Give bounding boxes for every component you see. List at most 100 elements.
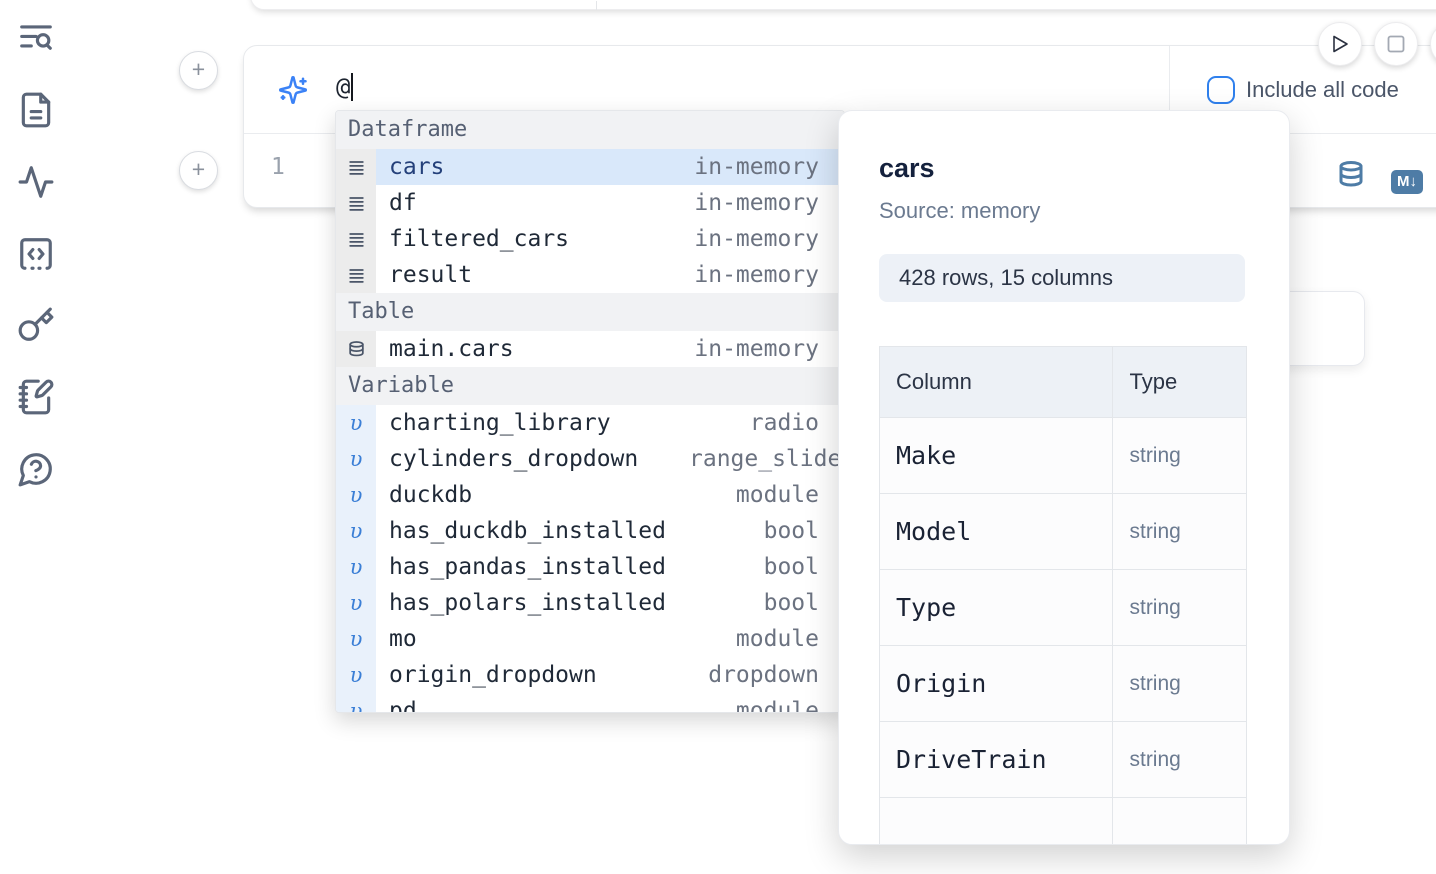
variable-icon: υ [336,621,376,657]
autocomplete-item-has_duckdb_installed[interactable]: υ has_duckdb_installed bool [336,513,844,549]
line-number: 1 [271,154,285,180]
autocomplete-item-origin_dropdown[interactable]: υ origin_dropdown dropdown [336,657,844,693]
panel-title: cars [879,153,935,183]
item-type: in-memory [694,154,819,180]
item-type: bool [763,554,819,580]
include-all-code-checkbox[interactable] [1207,76,1235,104]
item-name: duckdb [389,482,473,508]
key-icon[interactable] [17,306,55,344]
item-name: has_duckdb_installed [389,518,666,544]
autocomplete-item-cylinders_dropdown[interactable]: υ cylinders_dropdown range_slider [336,441,844,477]
code-cell-icon[interactable] [17,235,55,273]
item-type: bool [763,590,819,616]
scratchpad-icon[interactable] [17,378,55,416]
item-type: range_slider [689,446,844,472]
item-type: in-memory [694,226,819,252]
include-all-code-label: Include all code [1246,77,1399,102]
schema-column-name: Model [878,493,1114,570]
dataframe-rows-icon [348,160,364,175]
text-cursor [351,73,354,101]
variable-icon: υ [336,513,376,549]
autocomplete-item-filtered_cars[interactable]: filtered_cars in-memory [336,221,844,257]
code-editor[interactable]: 1 M↓ [244,134,1436,208]
schema-column-name: DriveTrain [878,721,1114,798]
item-name: mo [389,626,417,652]
autocomplete-item-main.cars[interactable]: main.cars in-memory [336,331,844,367]
item-name: origin_dropdown [389,662,597,688]
schema-column-type: string [1112,493,1247,570]
stop-icon [1387,35,1405,53]
schema-header-type: Type [1112,346,1247,418]
dataframe-rows-icon [348,268,364,283]
autocomplete-item-cars[interactable]: cars in-memory [336,149,844,185]
item-type: in-memory [694,336,819,362]
item-type: in-memory [694,262,819,288]
item-type: radio [749,410,819,436]
schema-column-type: string [1112,569,1247,646]
divider [596,1,597,10]
variable-icon: υ [336,441,376,477]
autocomplete-section-header: Dataframe [336,111,844,149]
item-type: dropdown [708,662,819,688]
schema-column-type: string [1112,721,1247,798]
add-cell-below-button[interactable]: + [179,151,218,190]
help-icon[interactable] [17,450,55,488]
item-type: bool [763,518,819,544]
add-cell-above-button[interactable]: + [179,51,218,90]
item-type: in-memory [694,190,819,216]
dataframe-preview-panel: cars Source: memory 428 rows, 15 columns… [838,110,1290,845]
dataframe-icon [336,221,376,257]
run-cell-button[interactable] [1318,22,1362,66]
item-type: module [735,698,819,713]
table-icon [336,331,376,367]
previous-cell-edge [250,0,1436,10]
schema-column-name: Type [878,569,1114,646]
item-name: charting_library [389,410,611,436]
database-icon[interactable] [1336,160,1366,196]
dataframe-icon [336,257,376,293]
schema-header-column: Column [878,346,1114,418]
variable-icon: υ [336,405,376,441]
autocomplete-section-header: Variable [336,367,844,405]
shape-badge: 428 rows, 15 columns [879,254,1245,302]
item-type: module [735,626,819,652]
variable-icon: υ [336,549,376,585]
ai-options-zone: Include all code [1169,46,1436,133]
text-search-icon[interactable] [17,19,55,57]
schema-row-partial [878,797,1247,844]
activity-icon[interactable] [17,163,55,201]
dataframe-rows-icon [348,196,364,211]
item-name: main.cars [389,336,514,362]
item-name: cylinders_dropdown [389,446,639,472]
sparkles-icon [278,75,308,105]
item-name: filtered_cars [389,226,570,252]
markdown-icon[interactable]: M↓ [1391,170,1423,194]
item-name: has_polars_installed [389,590,666,616]
stop-cell-button[interactable] [1374,22,1418,66]
document-icon[interactable] [17,91,55,129]
item-name: result [389,262,473,288]
play-icon [1333,35,1348,53]
item-name: cars [389,154,445,180]
schema-column-name: Origin [878,645,1114,722]
ai-prompt-input[interactable]: @ [336,73,354,101]
item-type: module [735,482,819,508]
autocomplete-item-result[interactable]: result in-memory [336,257,844,293]
variable-icon: υ [336,477,376,513]
item-name: pd [389,698,417,713]
autocomplete-item-charting_library[interactable]: υ charting_library radio [336,405,844,441]
variable-icon: υ [336,657,376,693]
panel-source: Source: memory [879,198,1041,223]
